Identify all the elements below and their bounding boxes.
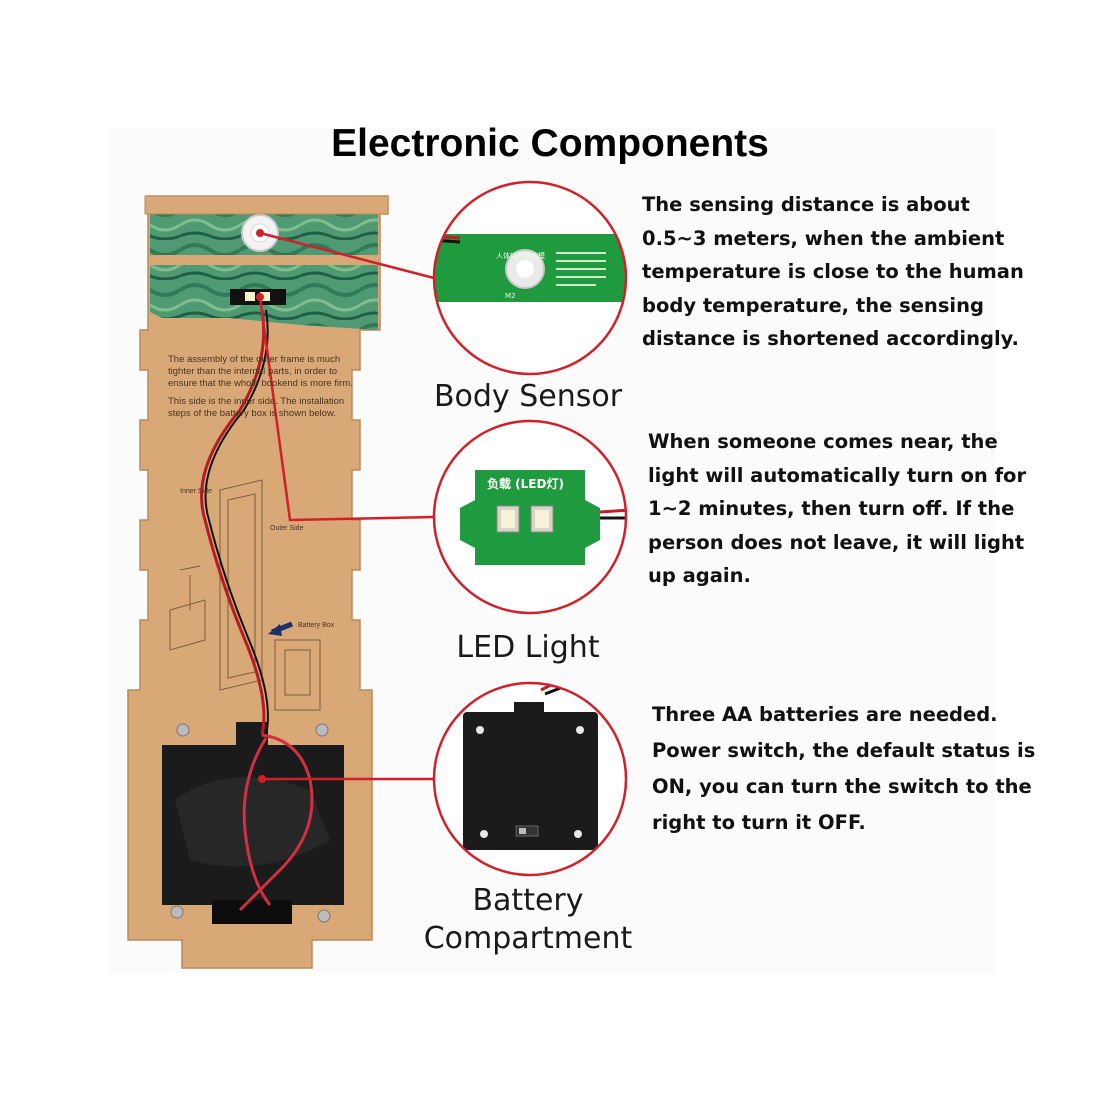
body-sensor-description: The sensing distance is about 0.5~3 mete… bbox=[642, 193, 1024, 350]
wooden-bookend-board bbox=[127, 195, 389, 969]
sensor-board-note: M2 bbox=[505, 292, 516, 300]
svg-text:steps of the battery box is sh: steps of the battery box is shown below. bbox=[168, 408, 336, 419]
label-battery-box: Battery Box bbox=[298, 622, 335, 629]
svg-text:tighter than the internal part: tighter than the internal parts, in orde… bbox=[168, 366, 337, 377]
led-board-label: 负载 (LED灯) bbox=[487, 476, 564, 491]
board-instructions: The assembly of the outer frame is much … bbox=[168, 354, 353, 419]
svg-text:The assembly of the outer fram: The assembly of the outer frame is much bbox=[168, 354, 340, 365]
led-light-description: When someone comes near, the light will … bbox=[648, 430, 1027, 587]
label-inner-side: Inner Side bbox=[180, 488, 212, 495]
callout-lines bbox=[258, 231, 435, 781]
led-light-zoom bbox=[432, 419, 628, 615]
svg-text:ensure that the whole bookend: ensure that the whole bookend is more fi… bbox=[168, 378, 353, 389]
battery-compartment-caption: Battery Compartment bbox=[423, 883, 633, 956]
sensor-board-label: 人体红外感应模 bbox=[496, 251, 545, 260]
page-title: Electronic Components bbox=[331, 122, 769, 165]
battery-compartment-zoom bbox=[432, 681, 628, 877]
svg-text:This side is the inner side. T: This side is the inner side. The install… bbox=[168, 396, 344, 407]
battery-description: Three AA batteries are needed. Power swi… bbox=[652, 703, 1036, 834]
led-light-caption: LED Light bbox=[456, 630, 600, 665]
body-sensor-caption: Body Sensor bbox=[433, 379, 623, 414]
body-sensor-zoom bbox=[432, 180, 628, 376]
label-outer-side: Outer Side bbox=[270, 525, 304, 532]
